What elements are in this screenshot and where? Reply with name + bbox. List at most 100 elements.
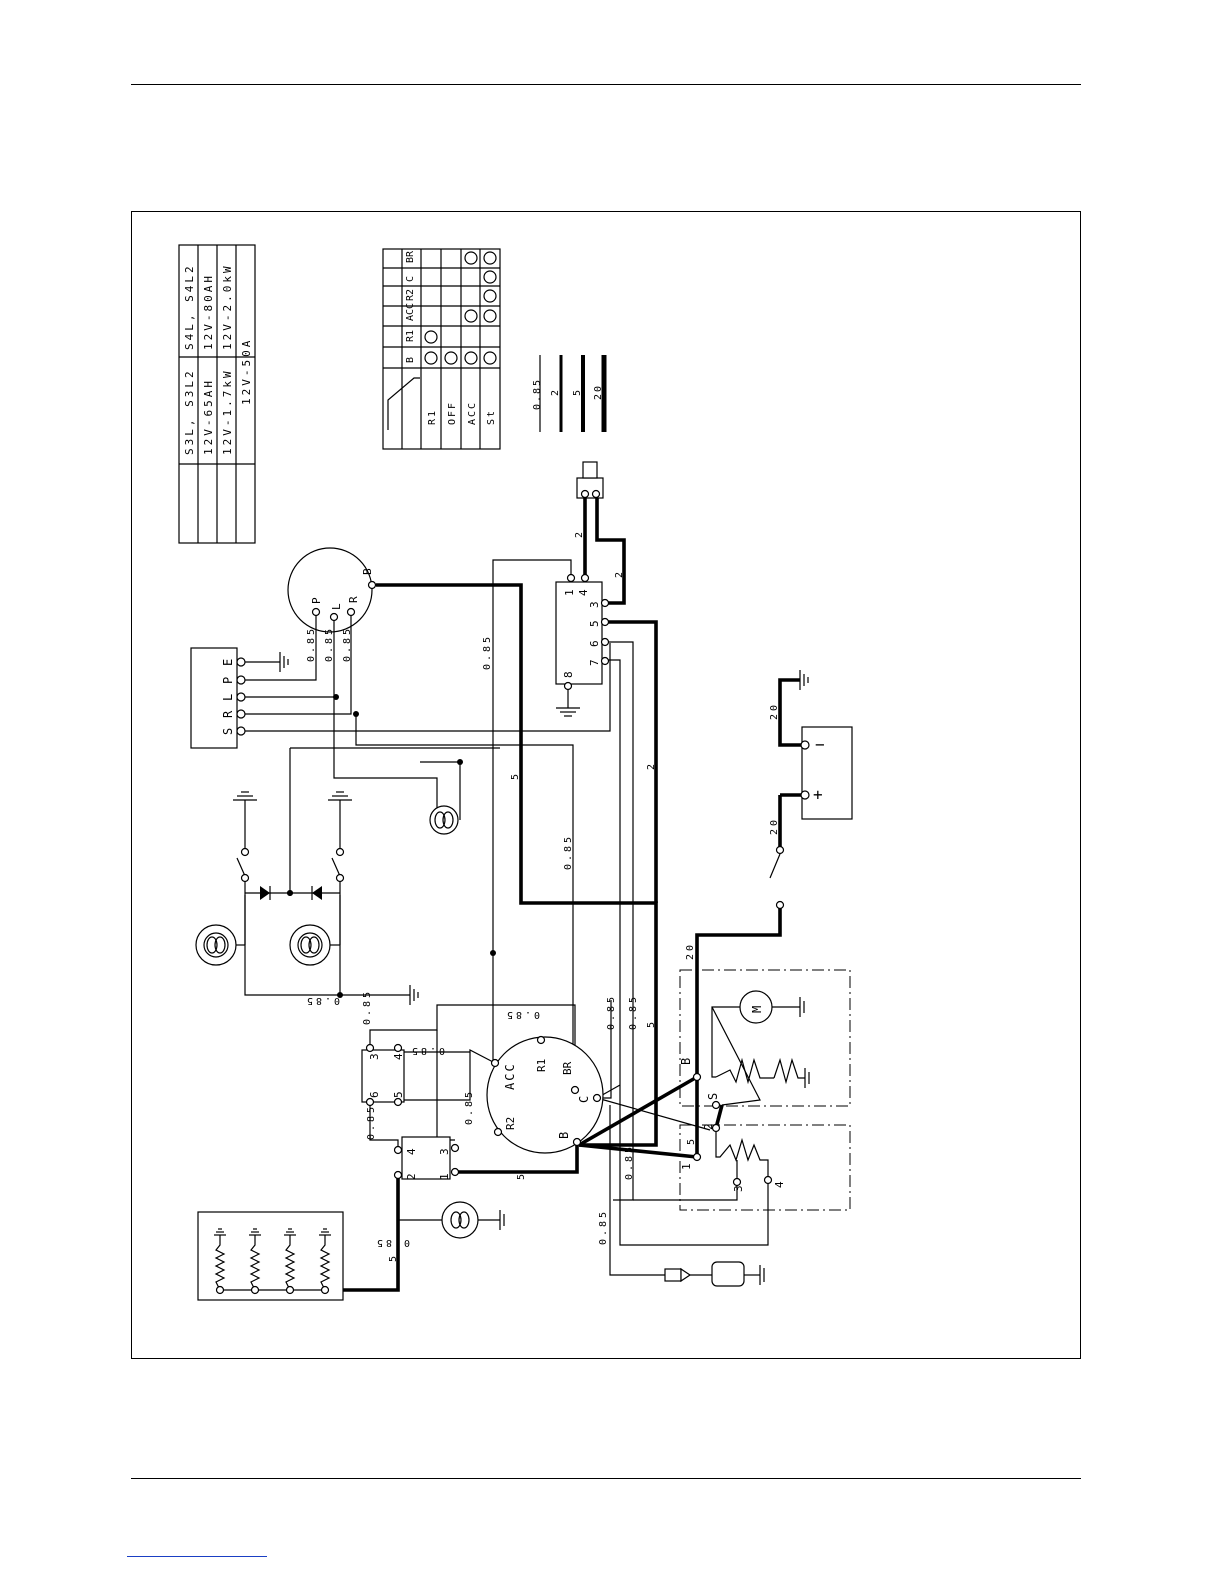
spec-table: S3L, S3L2 12V-65AH 12V-1.7kW 12V-50A S4L… — [179, 245, 255, 543]
ks-acc: ACC — [503, 1062, 517, 1090]
lwr-3: 3 — [438, 1148, 451, 1155]
sr-3: 3 — [732, 1185, 745, 1192]
wl-25: 0.85 — [598, 1209, 609, 1245]
legend-5: 5 — [572, 390, 583, 396]
spec-c2-r2: 12V-80AH — [202, 273, 215, 350]
kst-row-r1: R1 — [427, 409, 438, 425]
wl-1: 0.85 — [306, 626, 317, 662]
ur-7: 7 — [588, 659, 601, 666]
left-relay: 3 4 6 5 — [362, 1045, 405, 1106]
wl-20: 0.85 — [464, 1089, 475, 1125]
tb-label-r: R — [221, 710, 235, 718]
alt-label-p: P — [310, 597, 323, 604]
ur-5: 5 — [588, 620, 601, 627]
starter-s: S — [706, 1093, 720, 1100]
ks-b: B — [557, 1132, 571, 1139]
spec-c2-r3: 12V-2.0kW — [221, 263, 234, 350]
wl-9: 0.85 — [563, 834, 574, 870]
wl-22: 5 — [516, 1174, 527, 1180]
ur-4: 4 — [577, 589, 590, 596]
upper-relay: 1 4 3 5 6 7 8 — [556, 575, 609, 690]
alternator: P L R B — [288, 548, 376, 632]
kst-row-acc: ACC — [467, 401, 478, 425]
tb-label-p: P — [221, 677, 235, 684]
ur-1: 1 — [563, 589, 576, 596]
wl-7: 5 — [510, 774, 521, 780]
wire-legend: 0.85 2 5 20 — [532, 355, 604, 432]
wl-24: 0.85 — [374, 1237, 410, 1248]
legend-2: 2 — [550, 390, 561, 396]
key-switch: ACC R1 BR C B R2 — [487, 1037, 603, 1154]
main-switch — [770, 847, 784, 909]
lwr-1: 1 — [438, 1173, 451, 1180]
lower-relay: 4 2 3 1 — [395, 1137, 459, 1180]
battery-plus: + — [813, 785, 823, 804]
tb-label-s: S — [221, 728, 235, 735]
wl-27: 5 — [686, 1139, 697, 1145]
ks-c: C — [577, 1096, 591, 1103]
lr-3: 3 — [368, 1053, 381, 1060]
spec-c1-r1: S3L, S3L2 — [183, 368, 196, 455]
battery: − + — [800, 670, 852, 819]
kst-row-st: St — [486, 409, 497, 425]
wl-26: 5 — [388, 1256, 399, 1262]
wl-21: 0.85 — [366, 1104, 377, 1140]
wl-13: 0.85 — [304, 995, 340, 1006]
ks-br: BR — [561, 1061, 574, 1075]
kst-header-r1: R1 — [405, 330, 416, 342]
wl-2: 0.85 — [324, 626, 335, 662]
sr-4: 4 — [773, 1181, 786, 1188]
legend-085: 0.85 — [532, 378, 543, 410]
ur-8: 8 — [562, 671, 575, 678]
wl-3: 0.85 — [342, 626, 353, 662]
wl-14: 0.85 — [362, 989, 373, 1025]
wl-23: 0.85 — [624, 1144, 635, 1180]
starter-assembly: M B S 1 2 3 4 — [679, 970, 850, 1210]
legend-20: 20 — [593, 384, 604, 400]
wl-5: 2 — [574, 532, 585, 538]
lr-6: 6 — [368, 1091, 381, 1098]
kst-row-off: OFF — [447, 401, 458, 425]
lr-5: 5 — [392, 1091, 405, 1098]
alt-label-r: R — [347, 596, 360, 603]
ks-r1: R1 — [535, 1059, 548, 1072]
spec-c1-r4: 12V-50A — [240, 338, 253, 405]
wl-16: 0.85 — [606, 994, 617, 1030]
tb-label-l: L — [221, 694, 235, 701]
spec-c2-r1: S4L, S4L2 — [183, 263, 196, 350]
sr-1: 1 — [680, 1163, 693, 1170]
wl-4: 0.85 — [482, 634, 493, 670]
wl-17: 0.85 — [628, 994, 639, 1030]
terminal-block: E P L R S — [191, 648, 245, 748]
kst-header-acc: ACC — [405, 303, 416, 321]
tb-label-e: E — [221, 659, 235, 666]
wl-11: 20 — [769, 817, 780, 835]
kst-header-r2: R2 — [405, 289, 416, 301]
kst-header-c: C — [405, 276, 416, 282]
kst-header-br: BR — [405, 250, 416, 263]
spec-c1-r3: 12V-1.7kW — [221, 368, 234, 455]
wl-6: 2 — [614, 572, 625, 578]
wl-19: 0.85 — [409, 1045, 445, 1056]
wl-15: 0.85 — [504, 1009, 540, 1020]
starter-b: B — [679, 1058, 693, 1065]
ur-6: 6 — [588, 640, 601, 647]
lwr-2: 2 — [405, 1173, 418, 1180]
wl-12: 20 — [685, 942, 696, 960]
starter-motor-m: M — [750, 1006, 764, 1013]
fuel-solenoid — [665, 1262, 764, 1286]
ur-3: 3 — [588, 601, 601, 608]
glow-plug-block — [198, 1212, 343, 1300]
battery-minus: − — [815, 735, 825, 754]
ks-r2: R2 — [504, 1117, 517, 1130]
wl-18: 5 — [646, 1022, 657, 1028]
alt-label-b: B — [361, 568, 374, 575]
spec-c1-r2: 12V-65AH — [202, 378, 215, 455]
lr-4: 4 — [392, 1053, 405, 1060]
alt-label-l: L — [330, 603, 343, 610]
connector-plug — [577, 462, 603, 498]
sr-2: 2 — [702, 1123, 715, 1130]
wl-8: 2 — [646, 764, 657, 770]
